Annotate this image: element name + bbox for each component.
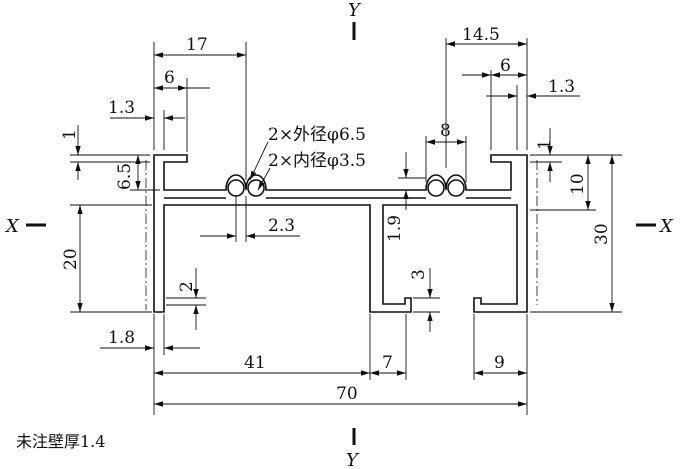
dim-3: 3 (409, 269, 429, 280)
wall-centerlines (145, 160, 538, 310)
dim-1-8: 1.8 (108, 328, 135, 348)
note-wall-thickness: 未注壁厚1.4 (16, 432, 105, 451)
y-axis-label-top: Y (348, 0, 362, 21)
dim-9: 9 (494, 353, 505, 373)
dim-6-left: 6 (164, 68, 175, 88)
dimension-lines (70, 38, 622, 415)
dim-2-3: 2.3 (268, 216, 295, 236)
dim-2: 2 (177, 281, 197, 292)
x-axis-label-left: X (4, 216, 20, 237)
x-axis-label-right: X (658, 216, 674, 237)
note-outer-diameter: 2×外径φ6.5 (268, 125, 366, 145)
note-inner-diameter: 2×内径φ3.5 (268, 151, 366, 171)
dim-17: 17 (186, 35, 208, 55)
dim-7: 7 (382, 353, 393, 373)
dim-41: 41 (244, 353, 266, 373)
y-axis-label-bottom: Y (346, 450, 360, 469)
dim-6-5: 6.5 (115, 163, 135, 190)
dim-70: 70 (336, 384, 358, 404)
dim-1-3-right: 1.3 (548, 77, 575, 97)
dim-20: 20 (61, 248, 81, 270)
dim-14-5: 14.5 (462, 25, 500, 45)
dim-1-left: 1 (60, 129, 80, 140)
dim-10: 10 (568, 173, 588, 195)
dim-30: 30 (592, 223, 612, 245)
profile-outline (153, 154, 528, 313)
dim-1-9: 1.9 (385, 215, 405, 242)
dim-6-right: 6 (500, 56, 511, 76)
dim-1-3-left: 1.3 (108, 98, 135, 118)
dim-1-right: 1 (535, 139, 555, 150)
dim-8: 8 (440, 121, 451, 141)
